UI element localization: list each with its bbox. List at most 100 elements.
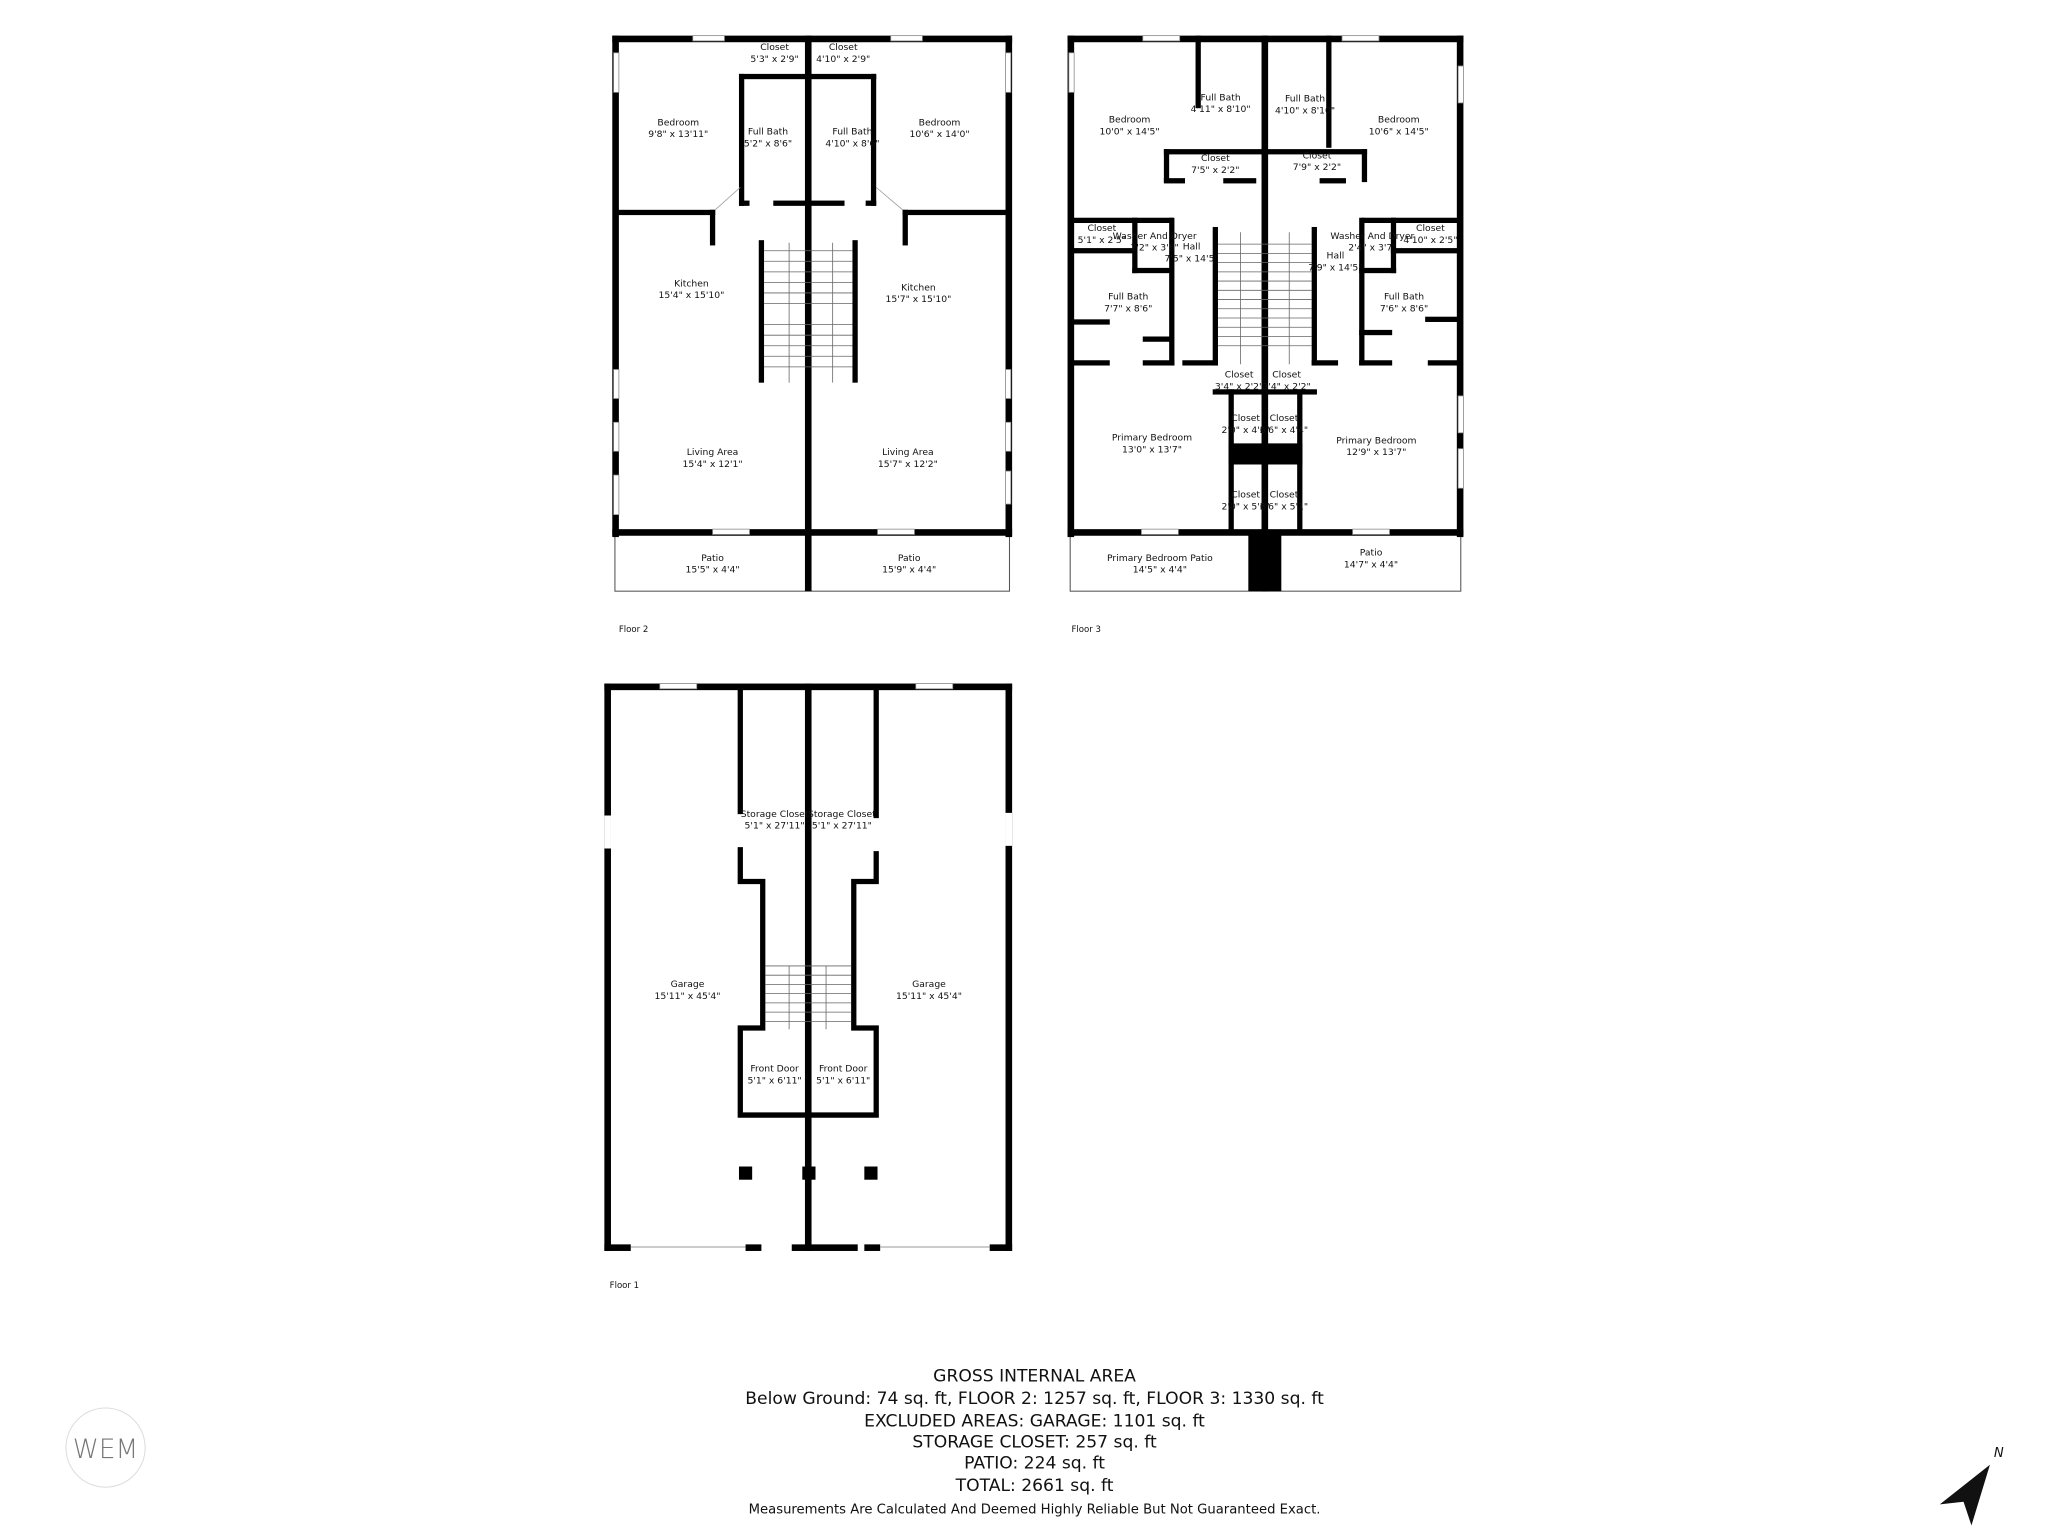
- room-name: Closet: [1416, 223, 1445, 234]
- disclaimer: Measurements Are Calculated And Deemed H…: [749, 1503, 1321, 1518]
- floor-3-label: Floor 3: [1072, 625, 1101, 635]
- room-name: Closet: [1231, 413, 1260, 424]
- stairs: [765, 965, 852, 1030]
- room-size: 5'1" x 2'5": [1078, 235, 1126, 246]
- room-size: 15'7" x 12'2": [878, 459, 938, 470]
- room-name: Bedroom: [1378, 115, 1420, 126]
- window: [1005, 52, 1012, 93]
- room-name: Kitchen: [674, 278, 709, 289]
- stairs: [758, 240, 858, 383]
- room-size: 14'5" x 4'4": [1133, 565, 1187, 576]
- room-name: Washer And Dryer: [1113, 231, 1197, 242]
- room-name: Storage Closet: [808, 809, 876, 820]
- room-name: Bedroom: [919, 117, 961, 128]
- room-size: 15'7" x 15'10": [885, 294, 951, 305]
- summary-line: Below Ground: 74 sq. ft, FLOOR 2: 1257 s…: [745, 1389, 1324, 1409]
- column: [864, 1166, 878, 1180]
- logo-initials: WEM: [73, 1435, 139, 1465]
- summary-line: EXCLUDED AREAS: GARAGE: 1101 sq. ft: [864, 1411, 1205, 1431]
- room-name: Closet: [1303, 150, 1332, 161]
- room-name: Closet: [1272, 369, 1301, 380]
- room-name: Primary Bedroom: [1112, 433, 1192, 444]
- room-size: 13'0" x 13'7": [1122, 445, 1182, 456]
- north-label: N: [1994, 1446, 2004, 1461]
- room-size: 3'4" x 2'2": [1262, 381, 1310, 392]
- room-size: 15'4" x 12'1": [683, 459, 743, 470]
- room-size: 15'11" x 45'4": [896, 991, 962, 1002]
- room-name: Closet: [829, 42, 858, 53]
- room-name: Closet: [1087, 223, 1116, 234]
- room-name: Front Door: [750, 1064, 799, 1075]
- room-size: 2'2" x 3'8": [1130, 243, 1178, 254]
- room-name: Full Bath: [832, 127, 872, 138]
- window: [890, 35, 923, 42]
- room-name: Primary Bedroom Patio: [1107, 553, 1213, 564]
- room-size: 5'1" x 27'11": [745, 821, 805, 832]
- room-size: 5'2" x 8'6": [744, 138, 792, 149]
- room-name: Full Bath: [1384, 292, 1424, 303]
- room-name: Hall: [1183, 241, 1201, 252]
- window: [613, 52, 620, 93]
- summary-total: TOTAL: 2661 sq. ft: [955, 1476, 1114, 1496]
- room-name: Full Bath: [1108, 292, 1148, 303]
- column: [802, 1166, 816, 1180]
- room-size: 4'10" x 8'10": [1275, 105, 1335, 116]
- floor-1-label: Floor 1: [610, 1281, 639, 1291]
- room-name: Patio: [1360, 548, 1383, 559]
- room-size: 4'10" x 2'5": [1403, 235, 1457, 246]
- room-size: 15'4" x 15'10": [658, 290, 724, 301]
- room-name: Closet: [1231, 489, 1260, 500]
- chimney-block: [1248, 533, 1282, 592]
- summary-title: GROSS INTERNAL AREA: [933, 1367, 1136, 1387]
- room-size: 5'1" x 6'11": [747, 1075, 801, 1086]
- room-name: Front Door: [819, 1064, 868, 1075]
- room-name: Patio: [701, 553, 724, 564]
- room-size: 4'10" x 2'9": [816, 54, 870, 65]
- room-name: Full Bath: [1201, 92, 1241, 103]
- room-size: 14'7" x 4'4": [1344, 559, 1398, 570]
- room-size: 7'6" x 8'6": [1380, 303, 1428, 314]
- summary-line: STORAGE CLOSET: 257 sq. ft: [912, 1433, 1157, 1453]
- room-size: 10'0" x 14'5": [1100, 127, 1160, 138]
- column: [738, 1166, 753, 1180]
- room-size: 12'9" x 13'7": [1346, 447, 1406, 458]
- room-size: 2'6" x 4'4": [1260, 425, 1308, 436]
- room-size: 10'6" x 14'5": [1369, 127, 1429, 138]
- room-name: Patio: [898, 553, 921, 564]
- room-name: Storage Closet: [741, 809, 809, 820]
- floor-2-label: Floor 2: [619, 625, 648, 635]
- room-name: Living Area: [882, 447, 934, 458]
- room-name: Garage: [912, 979, 946, 990]
- summary-line: PATIO: 224 sq. ft: [964, 1454, 1105, 1474]
